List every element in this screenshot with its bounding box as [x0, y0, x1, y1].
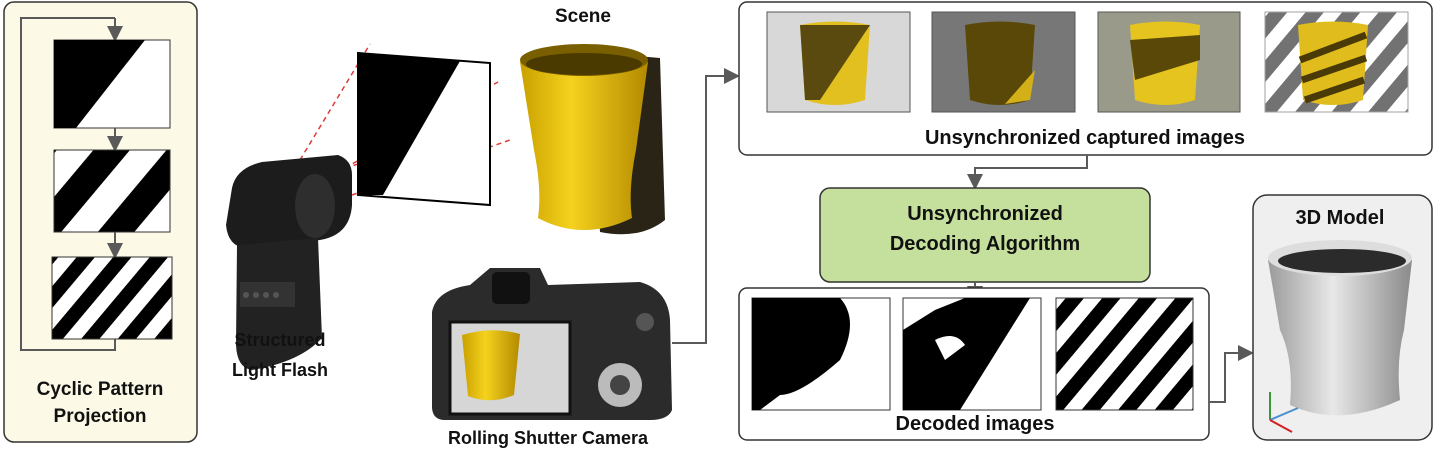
decoded-images-panel: Decoded images — [738, 287, 1210, 441]
pattern-1 — [53, 39, 171, 129]
decoded-label: Decoded images — [896, 413, 1055, 435]
projected-pattern — [357, 51, 491, 207]
camera-to-captured-arrow — [672, 68, 740, 344]
3d-model-panel: 3D Model — [1252, 194, 1433, 441]
decoded-image-1 — [751, 297, 891, 411]
decoding-algorithm-box: Unsynchronized Decoding Algorithm — [819, 187, 1151, 283]
flash-label-2: Light Flash — [232, 360, 328, 380]
pattern-3 — [51, 256, 173, 340]
pattern-2 — [53, 149, 171, 233]
rolling-shutter-camera — [432, 268, 672, 420]
captured-label: Unsynchronized captured images — [925, 127, 1245, 149]
decoded-to-model-arrow — [1209, 345, 1254, 403]
algorithm-label-2: Decoding Algorithm — [890, 233, 1080, 255]
decoded-image-3 — [1055, 297, 1194, 411]
scene-cup — [520, 44, 665, 235]
scene-label: Scene — [555, 6, 611, 27]
model-label: 3D Model — [1296, 207, 1385, 229]
captured-to-algorithm-arrow — [967, 155, 1088, 190]
axes-icon — [1269, 392, 1299, 433]
captured-image-4 — [1264, 11, 1409, 113]
cyclic-label-2: Projection — [54, 406, 147, 427]
cyclic-label-1: Cyclic Pattern — [37, 379, 164, 400]
cycle-loop-line — [20, 17, 116, 351]
camera-label: Rolling Shutter Camera — [448, 428, 649, 448]
captured-image-3 — [1097, 11, 1241, 113]
captured-images-panel: Unsynchronized captured images — [738, 1, 1433, 156]
algorithm-label-1: Unsynchronized — [907, 203, 1063, 225]
captured-image-2 — [931, 11, 1076, 113]
decoded-image-2 — [902, 297, 1042, 411]
cyclic-pattern-panel: Cyclic Pattern Projection — [3, 1, 198, 443]
structured-light-flash — [226, 155, 352, 370]
captured-image-1 — [766, 11, 911, 113]
flash-label-1: Structured — [234, 330, 325, 350]
